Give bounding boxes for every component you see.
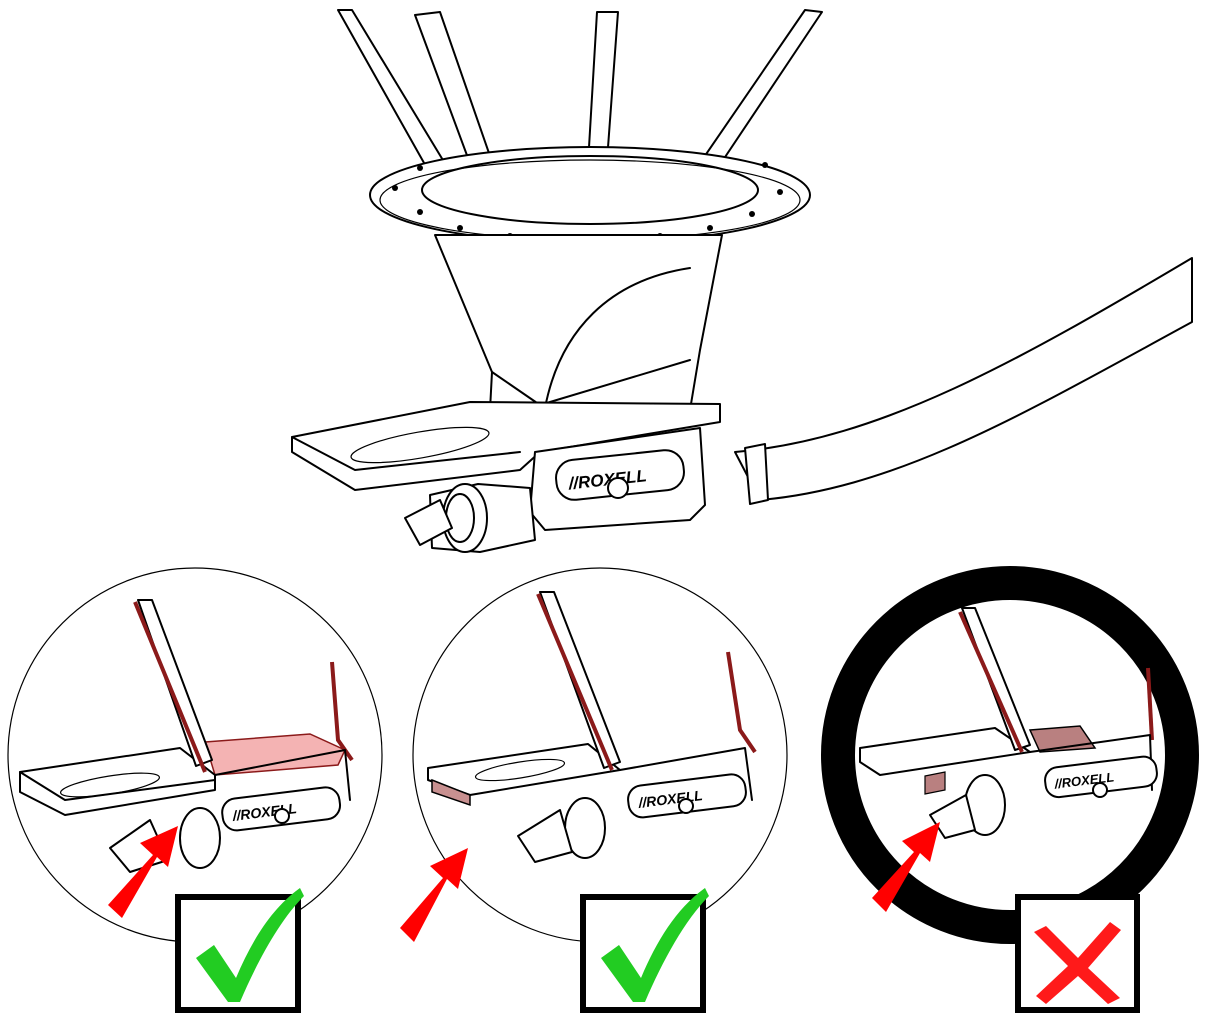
checkmark-icon — [601, 888, 709, 1002]
cross-icon — [1034, 922, 1121, 1004]
highlight-area-2 — [431, 778, 471, 807]
red-arrow-3 — [872, 822, 940, 912]
status-badge-1 — [175, 888, 304, 1013]
red-arrow-2 — [400, 848, 468, 942]
detail-circle-1: //ROXELL — [7, 567, 383, 943]
highlight-area-1 — [204, 733, 346, 776]
main-hopper-assembly: //ROXELL — [291, 9, 1193, 553]
detail-circle-3: //ROXELL — [821, 566, 1199, 944]
status-badge-2 — [580, 888, 709, 1013]
status-badge-3 — [1015, 894, 1140, 1013]
red-arrow-1 — [108, 826, 178, 918]
feed-tube — [734, 257, 1193, 501]
checkmark-icon — [196, 888, 304, 1002]
detail-circle-2: //ROXELL — [400, 567, 788, 943]
